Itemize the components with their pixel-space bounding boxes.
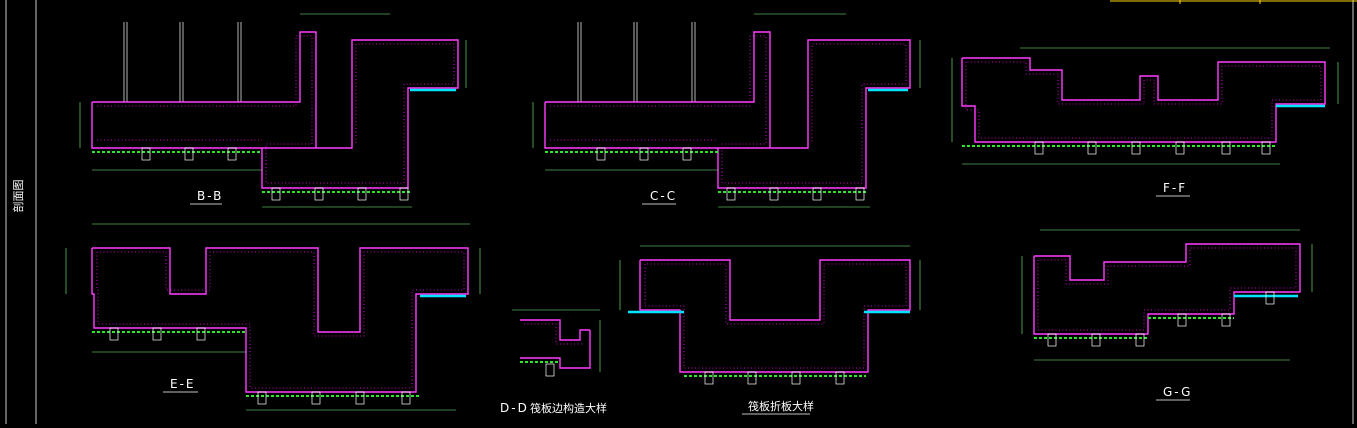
section-label-ff: F-F [1163, 181, 1187, 195]
section-label-dd: D-D [500, 401, 529, 415]
section-gg [1021, 229, 1313, 361]
section-ff [951, 47, 1339, 165]
section-ee [65, 223, 481, 411]
section-fold [619, 245, 921, 385]
section-label-bb: B-B [197, 189, 223, 203]
side-label: 剖面图 [11, 180, 25, 213]
sheet-frame [5, 0, 1357, 424]
section-label-gg: G-G [1163, 385, 1192, 399]
section-label-cc: C-C [650, 189, 677, 203]
section-dd [512, 309, 601, 377]
section-bb [79, 13, 467, 208]
caption-dd: 筏板边构造大样 [530, 401, 607, 415]
section-label-ee: E-E [170, 377, 196, 391]
section-cc [532, 13, 921, 208]
caption-fold: 筏板折板大样 [748, 399, 814, 413]
